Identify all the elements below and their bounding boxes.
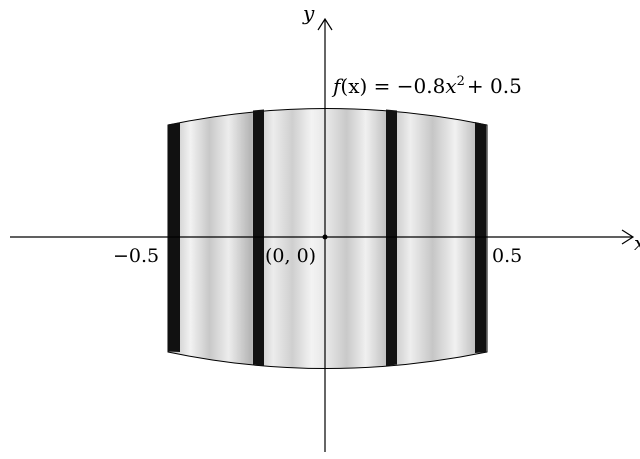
function-label: f(x) = −0.8x2+ 0.5 bbox=[331, 74, 522, 98]
function-rest: + 0.5 bbox=[467, 74, 522, 98]
y-axis-arrow bbox=[317, 17, 333, 31]
x-axis-label: x bbox=[634, 231, 640, 255]
barrel-band-inner-left bbox=[253, 109, 264, 366]
x-tick-right: 0.5 bbox=[492, 245, 522, 267]
x-axis-arrow bbox=[621, 229, 635, 245]
barrel-body bbox=[167, 108, 488, 369]
barrel-band-inner-right bbox=[386, 109, 397, 366]
function-eq: = −0.8 bbox=[367, 74, 445, 98]
origin-label: (0, 0) bbox=[265, 245, 316, 267]
function-var: x bbox=[445, 74, 456, 98]
x-tick-left: −0.5 bbox=[113, 245, 159, 267]
function-arg: (x) bbox=[340, 74, 367, 98]
origin-point bbox=[322, 234, 328, 240]
y-axis-label: y bbox=[302, 1, 315, 25]
function-exp: 2 bbox=[457, 74, 465, 89]
